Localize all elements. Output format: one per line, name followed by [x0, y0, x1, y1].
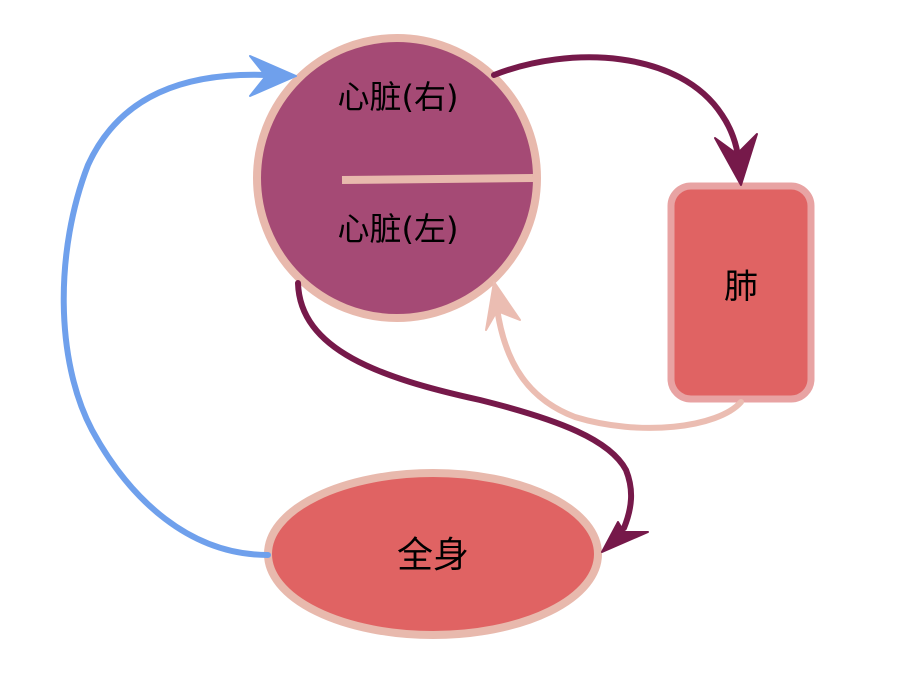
arrow-whole-body-to-heart-right — [60, 55, 297, 558]
arrow-heart-right-to-lungs — [491, 54, 758, 186]
arrow-heart-right-to-lungs-head — [714, 133, 758, 186]
arrow-whole-body-to-heart-right-head — [249, 55, 297, 97]
arrow-whole-body-to-heart-right-line — [60, 71, 271, 558]
arrow-heart-left-to-whole-body — [295, 280, 649, 553]
whole-body-node: 全身 — [264, 469, 602, 639]
arrow-lungs-to-heart-left-head — [485, 281, 521, 331]
heart-left-label: 心脏(左) — [338, 210, 459, 248]
whole-body-label: 全身 — [397, 535, 469, 576]
arrow-lungs-to-heart-left — [485, 281, 744, 431]
heart-right-label: 心脏(右) — [338, 78, 459, 116]
arrow-lungs-to-heart-left-line — [494, 305, 744, 431]
heart-divider — [341, 174, 534, 184]
lungs-node: 肺 — [667, 182, 815, 403]
heart-node: 心脏(右) 心脏(左) — [253, 34, 541, 322]
arrow-heart-left-to-whole-body-line — [295, 280, 634, 531]
arrow-heart-left-to-whole-body-head — [601, 521, 649, 553]
arrow-heart-right-to-lungs-line — [491, 54, 741, 161]
lungs-label: 肺 — [724, 267, 758, 307]
